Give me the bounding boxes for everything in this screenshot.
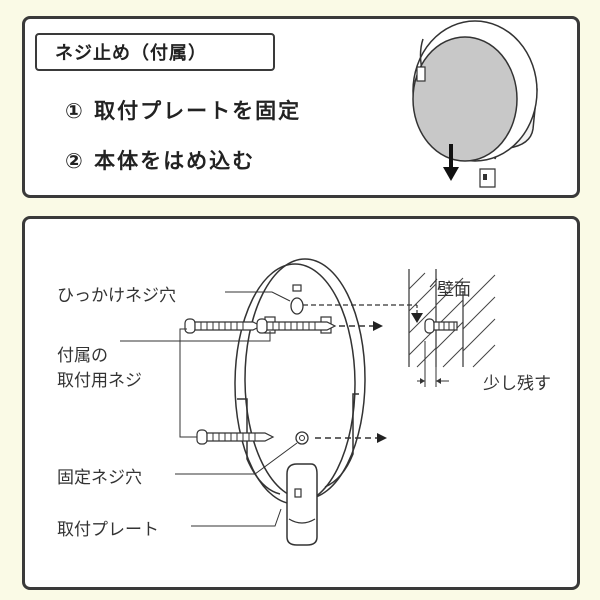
leader-wall [429, 278, 438, 288]
mounting-plate-diagram [120, 258, 496, 546]
device-body-face [412, 36, 518, 162]
section-title: ネジ止め（付属） [35, 33, 275, 71]
plate-top-notch [292, 284, 302, 292]
label-included-screws-2: 取付用ネジ [57, 371, 142, 391]
gap-arrowhead-left [420, 378, 425, 384]
latch-slot [294, 488, 302, 498]
leader-screws [120, 328, 187, 342]
label-wall-surface: 壁面 [437, 280, 471, 300]
plate-rail-left [237, 398, 281, 495]
plate-rail-right [324, 393, 359, 488]
label-hook-hole: ひっかけネジ穴 [57, 286, 176, 306]
instruction-panel: ネジ止め（付属） ① 取付プレートを固定 ② 本体をはめ込む [22, 16, 580, 198]
fixing-hole-inner [299, 435, 305, 441]
plate-slot [483, 174, 487, 180]
screw-hook [184, 318, 263, 334]
screw-upper [256, 318, 337, 334]
down-arrow-icon [443, 167, 459, 181]
leader-screws-upper [180, 331, 271, 342]
label-leave-gap: 少し残す [483, 374, 551, 394]
label-fixing-hole: 固定ネジ穴 [57, 468, 142, 488]
label-mounting-plate: 取付プレート [57, 520, 159, 540]
step-2-text: ② 本体をはめ込む [65, 149, 256, 173]
diagram-panel: ひっかけネジ穴 付属の 取付用ネジ 固定ネジ穴 取付プレート 壁面 少し残す [22, 216, 580, 590]
plate-bottom-tab [479, 168, 496, 188]
latch-curve [288, 518, 316, 524]
plate-latch [286, 463, 318, 546]
gap-arrowhead-right [436, 378, 441, 384]
leader-hook-hole [225, 291, 291, 302]
hook-down-arrow-icon [411, 313, 423, 323]
screw-fixing [196, 429, 275, 445]
leader-screws-lower [179, 341, 197, 438]
bracket-clip [416, 66, 426, 82]
step-1-text: ① 取付プレートを固定 [65, 99, 302, 123]
leader-fixing-hole [175, 442, 298, 475]
hook-hole [290, 297, 304, 315]
device-mounting-illustration [412, 20, 538, 188]
wall-section [408, 269, 496, 368]
arrow-head-upper [373, 321, 383, 331]
label-included-screws-1: 付属の [57, 346, 108, 366]
arrow-head-lower [377, 433, 387, 443]
leader-mounting-plate [191, 508, 282, 527]
wall-screw [424, 318, 458, 334]
